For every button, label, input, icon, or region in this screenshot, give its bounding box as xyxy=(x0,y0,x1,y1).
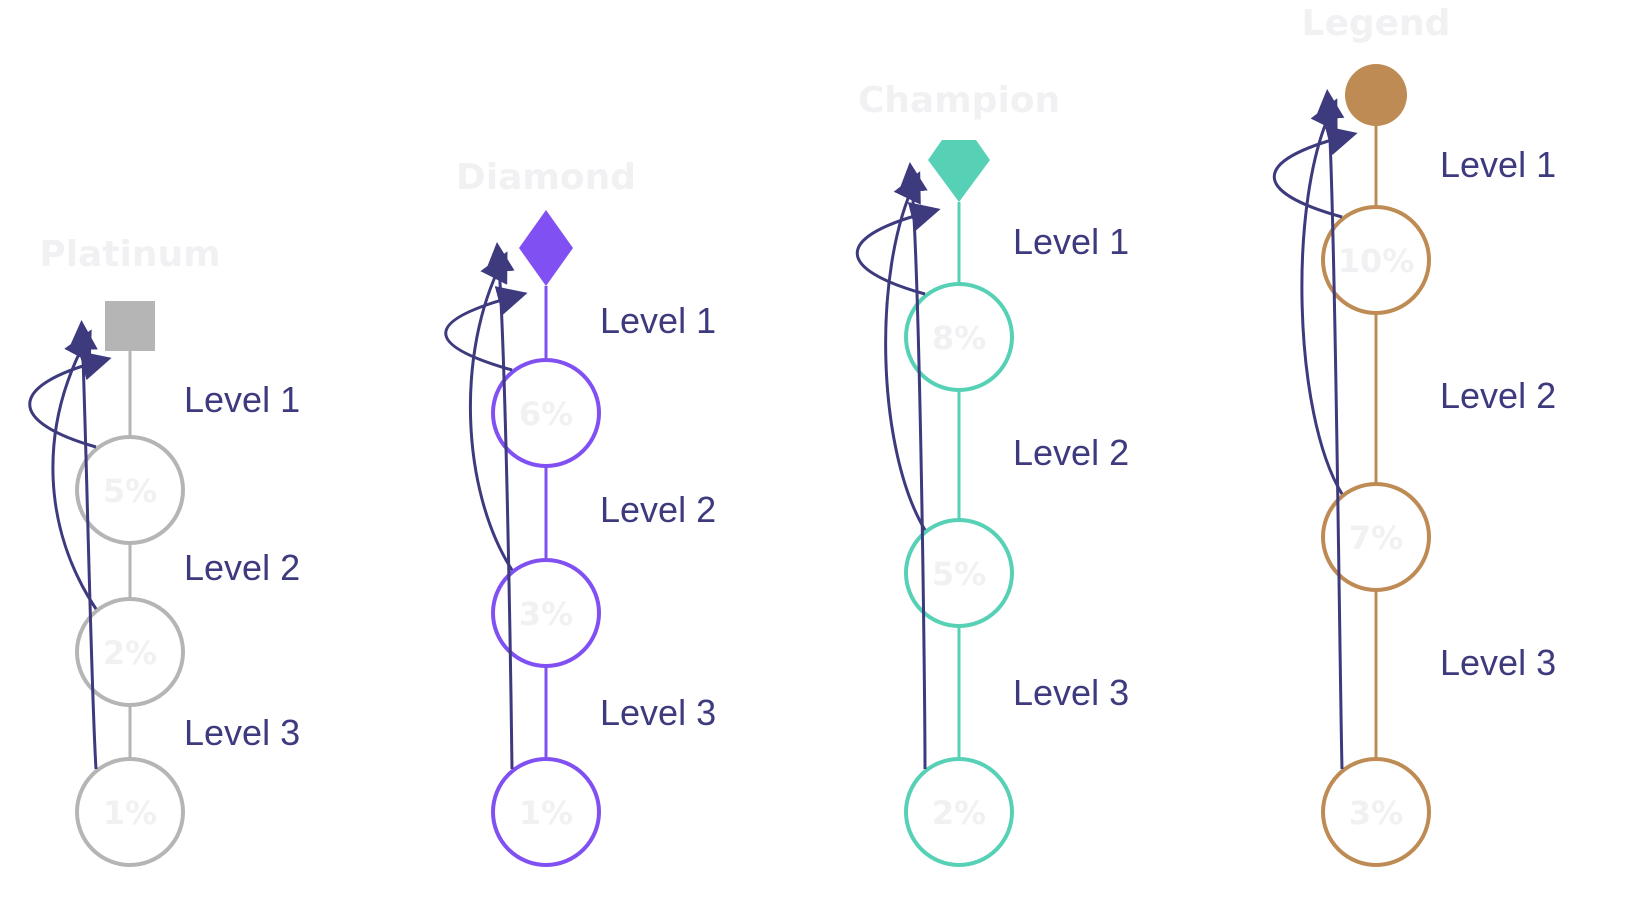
arrow-icon xyxy=(468,251,514,571)
percent-label: 3% xyxy=(1349,794,1403,832)
percent-node xyxy=(904,282,1014,392)
tier-platinum: Platinum 5% 2% 1% Level 1 Level 2 Level 3 xyxy=(28,234,300,867)
gem-icon xyxy=(928,140,990,202)
arrow-icon xyxy=(1314,89,1345,770)
percent-node xyxy=(1321,482,1431,592)
percent-label: 8% xyxy=(932,319,986,357)
tier-title: Platinum xyxy=(39,234,220,275)
percent-label: 5% xyxy=(932,555,986,593)
arrow-icon xyxy=(884,171,927,531)
arrow-icon xyxy=(28,351,112,449)
percent-node xyxy=(904,757,1014,867)
arrow-icon xyxy=(51,329,98,610)
level-label: Level 3 xyxy=(600,692,716,733)
level-label: Level 1 xyxy=(600,300,716,341)
tier-title: Champion xyxy=(858,80,1060,121)
square-icon xyxy=(105,301,155,351)
level-label: Level 2 xyxy=(1440,375,1556,416)
level-label: Level 1 xyxy=(1013,221,1129,262)
percent-node xyxy=(1321,205,1431,315)
tier-title: Diamond xyxy=(456,157,636,198)
arrow-icon xyxy=(67,320,98,770)
tier-diamond: Diamond 6% 3% 1% Level 1 Level 2 Level 3 xyxy=(444,157,716,867)
arrow-icon xyxy=(856,202,941,296)
level-label: Level 2 xyxy=(184,547,300,588)
percent-node xyxy=(1321,757,1431,867)
percent-label: 7% xyxy=(1349,519,1403,557)
percent-node xyxy=(904,518,1014,628)
percent-label: 1% xyxy=(103,794,157,832)
percent-label: 6% xyxy=(519,395,573,433)
tier-legend: Legend 10% 7% 3% Level 1 Level 2 Level 3 xyxy=(1273,3,1556,867)
level-label: Level 3 xyxy=(1440,642,1556,683)
level-label: Level 2 xyxy=(1013,432,1129,473)
circle-icon xyxy=(1345,64,1407,126)
percent-label: 2% xyxy=(932,794,986,832)
percent-node xyxy=(491,757,601,867)
level-label: Level 3 xyxy=(1013,672,1129,713)
level-label: Level 1 xyxy=(1440,144,1556,185)
percent-node xyxy=(75,597,185,707)
level-label: Level 3 xyxy=(184,712,300,753)
arrow-icon xyxy=(444,286,528,372)
percent-label: 10% xyxy=(1338,242,1415,280)
arrow-icon xyxy=(897,162,928,770)
percent-label: 5% xyxy=(103,472,157,510)
level-label: Level 1 xyxy=(184,379,300,420)
tier-title: Legend xyxy=(1302,3,1451,44)
arrow-icon xyxy=(1300,98,1344,495)
diamond-icon xyxy=(519,210,573,286)
percent-label: 2% xyxy=(103,634,157,672)
tier-champion: Champion 8% 5% 2% Level 1 Level 2 Level 3 xyxy=(856,80,1129,867)
arrow-icon xyxy=(1273,126,1358,219)
percent-node xyxy=(75,757,185,867)
percent-label: 1% xyxy=(519,794,573,832)
percent-label: 3% xyxy=(519,595,573,633)
percent-node xyxy=(491,358,601,468)
percent-node xyxy=(491,558,601,668)
arrow-icon xyxy=(484,242,515,770)
percent-node xyxy=(75,435,185,545)
level-label: Level 2 xyxy=(600,489,716,530)
